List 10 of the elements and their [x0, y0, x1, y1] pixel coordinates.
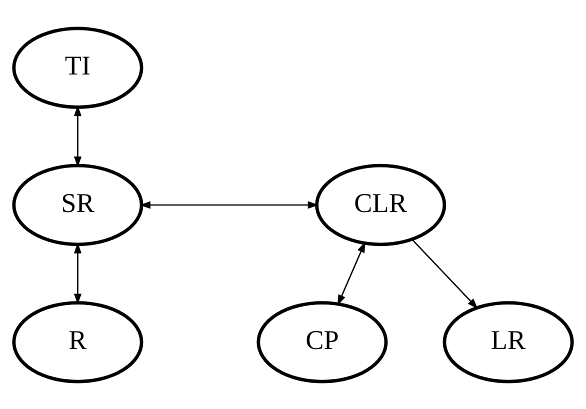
arrow — [74, 104, 82, 167]
node-ellipse: TI — [12, 26, 144, 108]
node-ellipse: CLR — [315, 163, 446, 246]
arrow — [140, 200, 319, 208]
node-ellipse: SR — [12, 163, 144, 246]
arrow — [412, 238, 478, 308]
node-ellipse: R — [12, 300, 144, 383]
arrow — [74, 242, 82, 304]
node-ellipse: LR — [442, 300, 574, 383]
node-ellipse: CP — [256, 300, 388, 383]
